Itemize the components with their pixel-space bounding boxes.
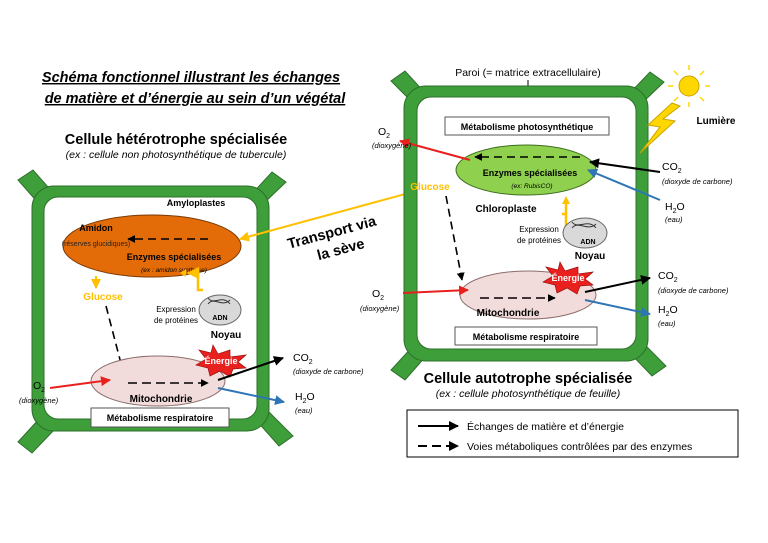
heterotroph-expression-line-2: de protéines [154, 316, 198, 325]
heterotroph-h2o-subscript: 2 [303, 398, 307, 405]
heterotroph-noyau-label: Noyau [211, 330, 242, 341]
title-line-2: de matière et d’énergie au sein d’un vég… [45, 91, 347, 107]
autotroph-co2-in-subscript: 2 [678, 168, 682, 175]
autotroph-h2o-in-arrow [587, 168, 661, 201]
metabolisme-resp-label: Métabolisme respiratoire [473, 332, 580, 342]
lumiere-label: Lumière [697, 116, 736, 127]
heterotroph-mitochondrie: Mitochondrie Énergie [90, 344, 248, 407]
heterotroph-dna-icon [207, 297, 231, 305]
lightning-icon [639, 102, 682, 154]
heterotroph-adn-label: ADN [212, 315, 227, 322]
amidon-note: (réserves glucidiques) [62, 241, 130, 248]
heterotroph-co2-subscript: 2 [309, 359, 313, 366]
autotroph-expression-line-1: Expression [519, 225, 559, 234]
autotroph-expression-line-2: de protéines [517, 236, 561, 245]
autotroph-energie-label: Énergie [551, 273, 584, 283]
autotroph-noyau: ADN Noyau Expression de protéines [517, 196, 608, 262]
transport-arrow [239, 189, 421, 242]
heterotroph-energie-label: Énergie [204, 356, 237, 366]
amidon-enzymes-label: Enzymes spécialisées [127, 252, 222, 262]
autotroph-o2-in-label: O2 [372, 288, 384, 302]
autotroph-subheading: (ex : cellule photosynthétique de feuill… [436, 388, 620, 400]
legend-solid-label: Échanges de matière et d’énergie [467, 420, 624, 433]
autotroph-co2-out-note: (dioxyde de carbone) [658, 286, 729, 295]
autotroph-h2o-out-arrow [584, 299, 651, 317]
autotroph-energie-burst: Énergie [542, 261, 595, 295]
heterotroph-o2-subscript: 2 [41, 387, 45, 394]
heterotroph-metabolisme-label: Métabolisme respiratoire [107, 413, 214, 423]
heterotroph-expression-line-1: Expression [156, 305, 196, 314]
heterotroph-h2o-arrow [217, 387, 285, 406]
legend-dashed-label: Voies métaboliques contrôlées par des en… [467, 441, 692, 453]
title-line-1: Schéma fonctionnel illustrant les échang… [42, 70, 340, 86]
heterotroph-energie-burst: Énergie [195, 344, 248, 378]
heterotroph-o2-arrow [49, 376, 111, 389]
autotroph-o2-in-note: (dioxygène) [360, 304, 400, 313]
chloroplaste: Enzymes spécialisées (ex: RubisCO) [455, 144, 597, 196]
autotroph-co2-in-note: (dioxyde de carbone) [662, 177, 733, 186]
autotroph-o2-out-subscript: 2 [386, 133, 390, 140]
autotroph-dna-icon [571, 221, 597, 229]
heterotroph-mitochondrie-label: Mitochondrie [130, 394, 193, 405]
heterotroph-subheading: (ex : cellule non photosynthétique de tu… [66, 149, 287, 161]
autotroph-o2-out-note: (dioxygène) [372, 141, 412, 150]
autotroph-h2o-in-subscript: 2 [673, 208, 677, 215]
heterotroph-h2o-label: H2O [295, 391, 315, 405]
heterotroph-metabolisme-box: Métabolisme respiratoire [90, 407, 230, 428]
autotroph-o2-out-arrow [399, 138, 471, 161]
autotroph-h2o-out-subscript: 2 [666, 311, 670, 318]
amyloplaste: Amidon (réserves glucidiques) Enzymes sp… [62, 214, 242, 278]
autotroph-heading: Cellule autotrophe spécialisée [424, 371, 633, 387]
sun-icon [678, 75, 700, 97]
autotroph-co2-in-arrow [589, 158, 661, 173]
heterotroph-glucose-label: Glucose [83, 292, 123, 303]
heterotroph-cell: Cellule hétérotrophe spécialisée (ex : c… [17, 132, 364, 454]
autotroph-glucose-label: Glucose [410, 182, 450, 193]
heterotroph-noyau: ADN Noyau Expression de protéines [154, 266, 242, 341]
heterotroph-h2o-note: (eau) [295, 406, 313, 415]
autotroph-mitochondrie-label: Mitochondrie [477, 308, 540, 319]
heterotroph-co2-label: CO2 [293, 352, 313, 366]
autotroph-glucose-to-mito [445, 195, 465, 281]
amidon-enzymes-example: (ex : amidon synthase) [141, 267, 207, 274]
autotroph-o2-in-subscript: 2 [380, 295, 384, 302]
autotroph-co2-out-subscript: 2 [674, 277, 678, 284]
amidon-label: Amidon [79, 223, 113, 233]
autotroph-h2o-out-note: (eau) [658, 319, 676, 328]
metabolisme-resp-box: Métabolisme respiratoire [454, 326, 598, 346]
paroi-label: Paroi (= matrice extracellulaire) [455, 67, 601, 79]
autotroph-h2o-in-label: H2O [665, 201, 685, 215]
heterotroph-heading: Cellule hétérotrophe spécialisée [65, 132, 287, 148]
autotroph-co2-out-arrow [584, 275, 651, 293]
chloroplaste-label: Chloroplaste [475, 204, 537, 215]
autotroph-co2-out-label: CO2 [658, 270, 678, 284]
diagram-title: Schéma fonctionnel illustrant les échang… [42, 70, 346, 107]
chloroplaste-enzymes-example: (ex: RubisCO) [511, 183, 552, 190]
metabolisme-photo-label: Métabolisme photosynthétique [461, 122, 594, 132]
autotroph-cell: Paroi (= matrice extracellulaire) Métabo… [360, 65, 736, 400]
heterotroph-co2-note: (dioxyde de carbone) [293, 367, 364, 376]
heterotroph-expression-arrow-head [180, 269, 186, 277]
autotroph-h2o-in-note: (eau) [665, 215, 683, 224]
metabolisme-photo-box: Métabolisme photosynthétique [444, 116, 610, 136]
legend: Échanges de matière et d’énergie Voies m… [406, 409, 739, 458]
amyloplastes-label: Amyloplastes [167, 198, 226, 208]
heterotroph-o2-note: (dioxygène) [19, 396, 59, 405]
autotroph-o2-out-label: O2 [378, 126, 390, 140]
autotroph-noyau-label: Noyau [575, 251, 606, 262]
autotroph-o2-in-arrow [402, 285, 469, 296]
autotroph-co2-in-label: CO2 [662, 161, 682, 175]
autotroph-mitochondrie: Mitochondrie Énergie [459, 261, 597, 320]
chloroplaste-enzymes-label: Enzymes spécialisées [483, 168, 578, 178]
heterotroph-co2-arrow [217, 356, 284, 381]
sun: Lumière [639, 65, 736, 154]
autotroph-expression-arrow-head [562, 196, 570, 204]
heterotroph-o2-label: O2 [33, 380, 45, 394]
autotroph-h2o-out-label: H2O [658, 304, 678, 318]
autotroph-adn-label: ADN [580, 239, 595, 246]
